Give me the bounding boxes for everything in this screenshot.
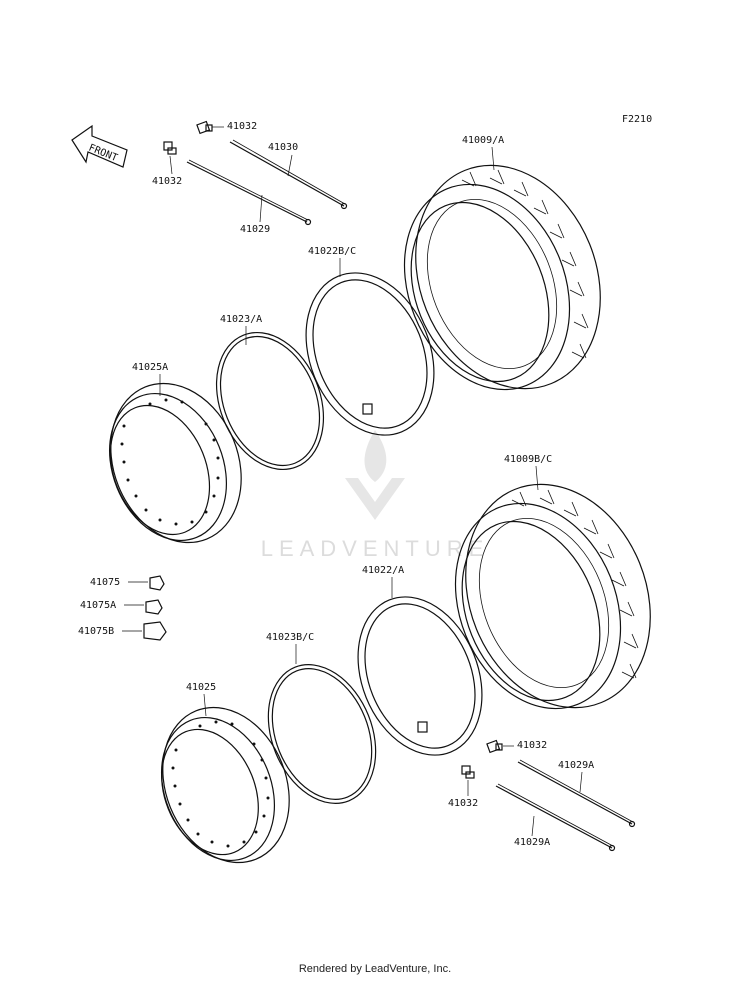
front-arrow-icon — [71, 124, 128, 168]
label-valve-bottom-left: 41032 — [448, 798, 478, 809]
rim-band-bottom — [267, 664, 377, 804]
label-valve-top-left: 41032 — [152, 176, 182, 187]
watermark: LEADVENTURE — [261, 430, 490, 561]
balance-weight-41075b — [143, 621, 167, 641]
tube-top — [305, 272, 435, 436]
label-spoke-41030: 41030 — [268, 142, 298, 153]
rim-bottom — [160, 706, 290, 864]
label-spoke-bottom-1: 41029A — [558, 760, 594, 771]
valve-41032-top-left — [163, 141, 177, 155]
rim-band-top — [215, 331, 325, 471]
rim-top — [108, 382, 242, 544]
label-tube-top: 41022B/C — [308, 246, 356, 257]
figure-code: F2210 — [622, 114, 652, 125]
label-weight-3: 41075B — [78, 626, 114, 637]
watermark-v-icon — [345, 478, 405, 520]
label-weight-1: 41075 — [90, 577, 120, 588]
label-spoke-41029: 41029 — [240, 224, 270, 235]
spoke-41029a-2 — [495, 783, 616, 852]
label-tire-top: 41009/A — [462, 135, 504, 146]
label-weight-2: 41075A — [80, 600, 116, 611]
spoke-41029 — [186, 159, 312, 226]
label-band-bottom: 41023B/C — [266, 632, 314, 643]
valve-41032-bottom-left — [461, 765, 475, 779]
balance-weight-41075 — [149, 575, 165, 591]
tube-bottom — [357, 596, 483, 756]
valve-41032-top-right — [196, 120, 213, 135]
label-tube-bottom: 41022/A — [362, 565, 404, 576]
valve-41032-bottom-right — [486, 739, 503, 754]
balance-weight-41075a — [145, 599, 163, 615]
label-tire-bottom: 41009B/C — [504, 454, 552, 465]
label-spoke-bottom-2: 41029A — [514, 837, 550, 848]
tube-top-valve — [362, 403, 373, 415]
watermark-flame-icon — [364, 430, 387, 482]
label-valve-bottom-right: 41032 — [517, 740, 547, 751]
front-arrow: FRONT — [71, 124, 128, 168]
tire-top — [403, 164, 601, 391]
tire-bottom — [454, 483, 651, 710]
label-band-top: 41023/A — [220, 314, 262, 325]
label-rim-bottom: 41025 — [186, 682, 216, 693]
credit-text: Rendered by LeadVenture, Inc. — [298, 963, 452, 975]
tube-bottom-valve — [417, 721, 428, 733]
spoke-41029a-1 — [517, 759, 636, 828]
front-arrow-label: FRONT — [87, 143, 119, 164]
watermark-text: LEADVENTURE — [261, 536, 490, 561]
label-rim-top: 41025A — [132, 362, 168, 373]
label-valve-top-right: 41032 — [227, 121, 257, 132]
